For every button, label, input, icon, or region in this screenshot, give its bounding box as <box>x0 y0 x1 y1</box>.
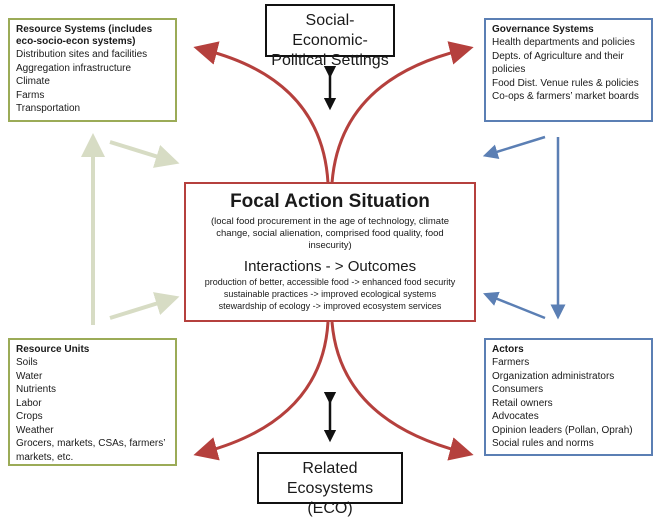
resource-systems-title: Resource Systems (includes eco-socio-eco… <box>16 24 153 47</box>
governance-systems-box: Governance Systems Health departments an… <box>484 18 653 122</box>
actors-item: Advocates <box>492 411 539 422</box>
resource-units-item: Labor <box>16 397 42 409</box>
governance-systems-item: Health departments and policies <box>492 37 635 48</box>
resource-units-item: Weather <box>16 424 54 436</box>
resource-units-item: Nutrients <box>16 384 57 395</box>
resource-systems-item: Distribution sites and facilities <box>16 49 148 60</box>
outcome-item: sustainable practices -> improved ecolog… <box>223 289 437 299</box>
resource-units-item: Soils <box>16 357 38 368</box>
social-economic-political-box: Social-Economic-Political Settings <box>265 4 395 69</box>
actors-item: Social rules and norms <box>492 438 594 449</box>
governance-systems-title: Governance Systems <box>492 24 594 35</box>
governance-systems-item: Food Dist. Venue rules & policies <box>492 77 639 89</box>
actors-item: Farmers <box>492 357 530 368</box>
resource-units-item: Crops <box>16 411 43 422</box>
red-arrow-bottom-right <box>330 321 474 461</box>
actors-item: Organization administrators <box>492 370 615 382</box>
red-arrow-bottom-left <box>193 321 330 461</box>
blue-arrow-from-actors <box>483 291 546 320</box>
actors-item: Opinion leaders (Pollan, Oprah) <box>492 424 633 436</box>
related-ecosystems-box: Related Ecosystems (ECO) <box>257 452 403 517</box>
actors-item: Consumers <box>492 384 544 395</box>
resource-units-title: Resource Units <box>16 344 90 355</box>
blue-arrow-to-focal <box>482 135 546 159</box>
resource-systems-item: Climate <box>16 76 50 87</box>
outcome-item: production of better, accessible food ->… <box>204 277 456 287</box>
governance-systems-item: Co-ops & farmers’ market boards <box>492 91 639 102</box>
green-arrow-to-focal <box>109 140 180 168</box>
resource-systems-item: Transportation <box>16 103 81 114</box>
focal-subtitle: (local food procurement in the age of te… <box>211 216 449 251</box>
resource-systems-item: Aggregation infrastructure <box>16 62 132 74</box>
outcome-item: stewardship of ecology -> improved ecosy… <box>218 301 442 311</box>
actors-title: Actors <box>492 344 524 355</box>
actors-item: Retail owners <box>492 397 553 409</box>
red-arrow-top-right <box>330 41 474 184</box>
resource-units-item: Water <box>16 370 43 382</box>
resource-systems-item: Farms <box>16 89 45 101</box>
governance-systems-item: Depts. of Agriculture and their policies <box>492 50 624 76</box>
focal-action-situation-box: Focal Action Situation (local food procu… <box>184 182 476 322</box>
red-arrow-top-left <box>193 41 330 184</box>
actors-box: Actors Farmers Organization administrato… <box>484 338 653 456</box>
focal-title: Focal Action Situation <box>230 191 430 212</box>
green-arrow-from-units <box>109 292 180 320</box>
interactions-outcomes-heading: Interactions - > Outcomes <box>243 258 417 275</box>
resource-units-box: Resource Units Soils Water Nutrients Lab… <box>8 338 177 466</box>
resource-units-item: Grocers, markets, CSAs, farmers’ markets… <box>16 438 166 463</box>
social-economic-political-title: Social-Economic-Political Settings <box>271 12 389 69</box>
related-ecosystems-title: Related Ecosystems (ECO) <box>286 460 374 517</box>
resource-systems-box: Resource Systems (includes eco-socio-eco… <box>8 18 177 122</box>
